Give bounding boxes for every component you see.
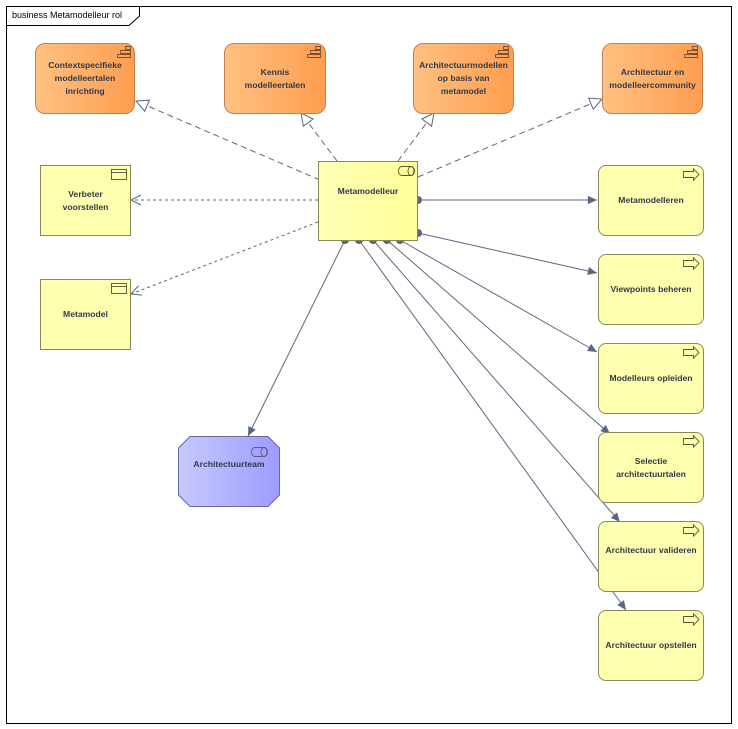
process-selectie-architectuurtalen[interactable]: Selectie architectuurtalen — [598, 432, 704, 503]
business-role-icon — [251, 447, 268, 457]
process-modelleurs-opleiden[interactable]: Modelleurs opleiden — [598, 343, 704, 414]
process-metamodelleren[interactable]: Metamodelleren — [598, 165, 704, 236]
object-metamodel[interactable]: Metamodel — [40, 279, 131, 350]
process-arrow-icon — [683, 168, 700, 181]
collaboration-architectuurteam[interactable] — [178, 436, 280, 507]
process-architectuur-valideren[interactable]: Architectuur valideren — [598, 521, 704, 592]
realization-connector — [417, 99, 602, 178]
business-object-icon — [111, 169, 127, 180]
assignment-connector — [386, 239, 611, 435]
assignment-connector — [247, 239, 346, 437]
process-arrow-icon — [683, 613, 700, 626]
business-object-icon — [111, 283, 127, 294]
requirement-architectuur-modelleercommunity[interactable]: Architectuur en modelleercommunity — [602, 43, 703, 114]
value-stream-icon — [117, 46, 131, 58]
realization-connector — [397, 113, 434, 162]
value-stream-icon — [684, 46, 698, 58]
realization-connector — [136, 101, 321, 181]
value-stream-icon — [495, 46, 509, 58]
diagram-tab-label: business Metamodelleur rol — [12, 10, 123, 20]
business-role-icon — [398, 166, 415, 176]
realization-connector — [301, 113, 338, 162]
assignment-connector — [417, 232, 598, 276]
process-arrow-icon — [683, 346, 700, 359]
collaboration-label: Architectuurteam — [193, 459, 265, 469]
process-viewpoints-beheren[interactable]: Viewpoints beheren — [598, 254, 704, 325]
value-stream-icon — [307, 46, 321, 58]
assignment-connector — [372, 239, 621, 523]
process-arrow-icon — [683, 435, 700, 448]
process-arrow-icon — [683, 524, 700, 537]
assignment-connector — [399, 239, 598, 353]
assignment-connector — [358, 239, 627, 611]
diagram-tab — [6, 6, 140, 26]
object-verbeter-voorstellen[interactable]: Verbeter voorstellen — [40, 165, 131, 236]
access-connector — [131, 221, 319, 294]
process-arrow-icon — [683, 257, 700, 270]
role-metamodelleur[interactable]: Metamodelleur — [318, 161, 418, 241]
process-architectuur-opstellen[interactable]: Architectuur opstellen — [598, 610, 704, 681]
